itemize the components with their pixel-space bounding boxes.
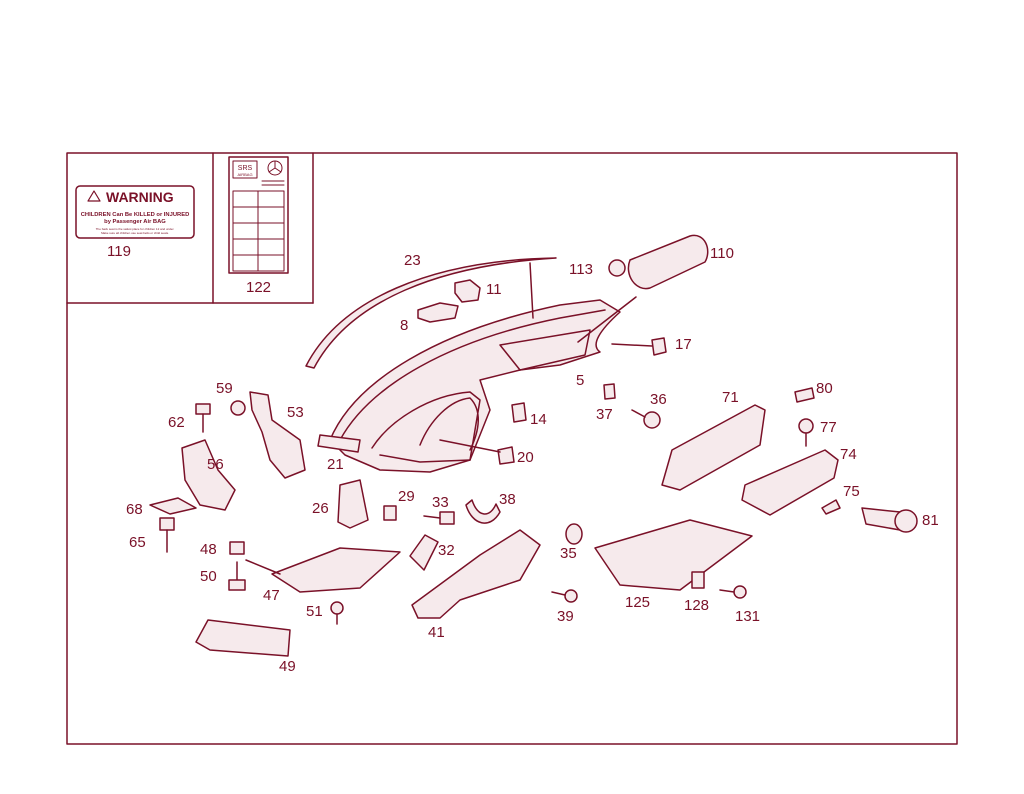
vent-trim-26 bbox=[337, 479, 369, 529]
lower-panel-125 bbox=[594, 519, 753, 591]
callout-47: 47 bbox=[263, 587, 280, 604]
bracket-68 bbox=[149, 497, 197, 515]
callout-71: 71 bbox=[722, 389, 739, 406]
callout-125: 125 bbox=[625, 594, 650, 611]
nut-48 bbox=[229, 541, 245, 555]
bracket-53 bbox=[249, 391, 306, 479]
callout-50: 50 bbox=[200, 568, 217, 585]
bolt-65 bbox=[159, 517, 175, 553]
warning-line-1: CHILDREN Can Be KILLED or INJURED bbox=[81, 212, 190, 218]
callout-119: 119 bbox=[107, 243, 131, 260]
callout-48: 48 bbox=[200, 541, 217, 558]
screw-33 bbox=[423, 511, 455, 525]
callout-81: 81 bbox=[922, 512, 939, 529]
callout-51: 51 bbox=[306, 603, 323, 620]
defroster-trim-strip bbox=[305, 257, 557, 369]
warning-label-part: WARNING CHILDREN Can Be KILLED or INJURE… bbox=[75, 185, 195, 239]
star-logo-icon bbox=[267, 160, 283, 176]
screw-131 bbox=[719, 585, 747, 599]
callout-75: 75 bbox=[843, 483, 860, 500]
nut-36 bbox=[631, 409, 661, 429]
leader-47 bbox=[245, 559, 281, 575]
srs-label-line-2: AIRBAG bbox=[237, 172, 252, 177]
warning-fine-print-2: Make sure all children use seat belts or… bbox=[101, 231, 169, 235]
callout-122: 122 bbox=[246, 279, 271, 296]
callout-32: 32 bbox=[438, 542, 455, 559]
latch-75 bbox=[821, 499, 841, 515]
callout-36: 36 bbox=[650, 391, 667, 408]
callout-33: 33 bbox=[432, 494, 449, 511]
callout-23: 23 bbox=[404, 252, 421, 269]
warning-line-2: by Passenger Air BAG bbox=[104, 219, 166, 225]
callout-39: 39 bbox=[557, 608, 574, 625]
plug-80 bbox=[794, 387, 815, 403]
nut-59 bbox=[230, 400, 246, 416]
callout-80: 80 bbox=[816, 380, 833, 397]
callout-17: 17 bbox=[675, 336, 692, 353]
callout-5: 5 bbox=[576, 372, 584, 389]
dashboard-main-part bbox=[329, 262, 637, 473]
callout-128: 128 bbox=[684, 597, 709, 614]
warning-triangle-icon bbox=[87, 190, 101, 202]
callout-62: 62 bbox=[168, 414, 185, 431]
callout-74: 74 bbox=[840, 446, 857, 463]
srs-airbag-label-part: SRS AIRBAG bbox=[228, 156, 289, 274]
trim-21 bbox=[317, 434, 361, 453]
cover-38 bbox=[465, 499, 501, 524]
callout-59: 59 bbox=[216, 380, 233, 397]
callout-14: 14 bbox=[530, 411, 547, 428]
callout-49: 49 bbox=[279, 658, 296, 675]
callout-20: 20 bbox=[517, 449, 534, 466]
airbag-nut-part bbox=[608, 259, 626, 277]
callout-35: 35 bbox=[560, 545, 577, 562]
callout-29: 29 bbox=[398, 488, 415, 505]
callout-8: 8 bbox=[400, 317, 408, 334]
callout-65: 65 bbox=[129, 534, 146, 551]
clip-128 bbox=[691, 571, 705, 589]
bracket-8 bbox=[417, 302, 459, 323]
insulation-panel-49 bbox=[195, 619, 291, 657]
callout-11: 11 bbox=[486, 281, 502, 298]
callout-41: 41 bbox=[428, 624, 445, 641]
screw-39 bbox=[551, 589, 578, 603]
callout-77: 77 bbox=[820, 419, 837, 436]
switch-29 bbox=[383, 505, 397, 521]
leader-17 bbox=[611, 343, 653, 347]
callout-37: 37 bbox=[596, 406, 613, 423]
screw-50 bbox=[228, 561, 246, 591]
bolt-62 bbox=[195, 403, 211, 433]
callout-131: 131 bbox=[735, 608, 760, 625]
bracket-56 bbox=[181, 439, 236, 511]
callout-21: 21 bbox=[327, 456, 344, 473]
callout-56: 56 bbox=[207, 456, 224, 473]
warning-heading: WARNING bbox=[106, 189, 174, 205]
pin-51 bbox=[330, 601, 344, 625]
leader-20 bbox=[439, 439, 501, 453]
bracket-11 bbox=[454, 279, 481, 303]
clip-37 bbox=[603, 383, 616, 400]
callout-38: 38 bbox=[499, 491, 516, 508]
screw-77 bbox=[798, 418, 814, 447]
glovebox-frame-71 bbox=[661, 404, 766, 491]
switch-panel-32 bbox=[409, 534, 439, 571]
callout-110: 110 bbox=[710, 245, 734, 262]
callout-53: 53 bbox=[287, 404, 304, 421]
clip-14 bbox=[511, 402, 527, 423]
clip-20 bbox=[497, 446, 515, 465]
lower-cover-47 bbox=[271, 547, 401, 593]
diagram-frame bbox=[66, 152, 958, 745]
airbag-module-part bbox=[627, 234, 709, 290]
srs-label-line-1: SRS bbox=[238, 165, 253, 172]
callout-26: 26 bbox=[312, 500, 329, 517]
warning-fine-print-1: The back seat is the safest place for ch… bbox=[96, 227, 175, 231]
column-cover-41 bbox=[411, 529, 541, 619]
callout-68: 68 bbox=[126, 501, 143, 518]
grommet-35 bbox=[565, 523, 583, 545]
glovebox-lid-74 bbox=[741, 449, 839, 516]
lock-cylinder-81 bbox=[861, 507, 918, 533]
clip-17 bbox=[651, 337, 667, 356]
callout-113: 113 bbox=[569, 261, 593, 278]
